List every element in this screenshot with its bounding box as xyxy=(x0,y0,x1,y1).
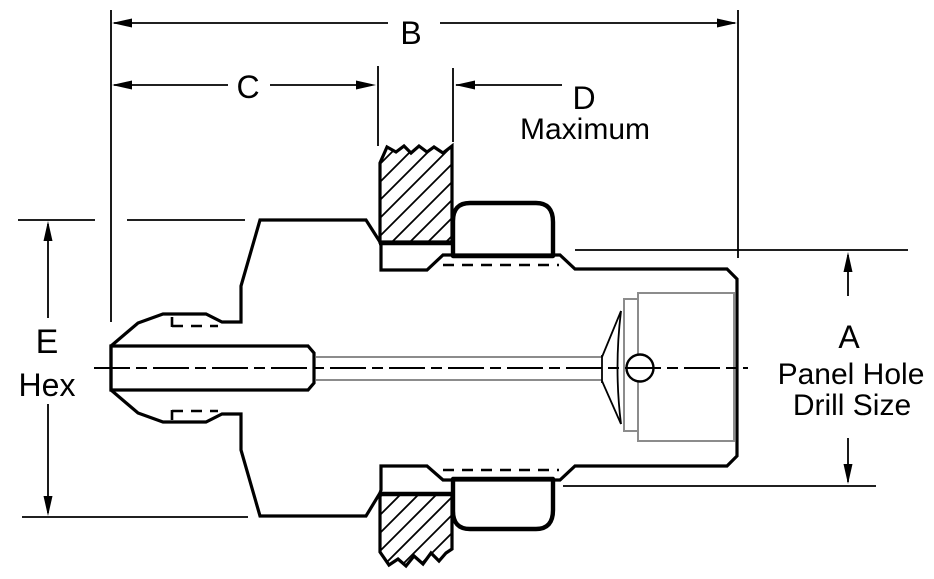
arrowhead-a-up xyxy=(843,252,853,272)
dim-b-label: B xyxy=(400,15,421,51)
dimension-a-panel-hole: A Panel Hole Drill Size xyxy=(563,249,925,487)
arrowhead-a-down xyxy=(843,464,853,484)
arrowhead-d-left xyxy=(455,80,475,90)
panel-hatching-top xyxy=(380,146,452,242)
dim-e-qualifier: Hex xyxy=(19,367,76,403)
locknut-bottom-half xyxy=(450,476,556,532)
hidden-thread-right xyxy=(443,263,559,472)
dim-c-label: C xyxy=(236,69,259,105)
arrowhead-b-left xyxy=(112,18,132,28)
dim-a-note-line2: Drill Size xyxy=(793,389,911,422)
dim-d-qualifier: Maximum xyxy=(520,113,650,146)
tube-stub xyxy=(109,344,316,392)
locknut-top-half xyxy=(450,200,556,259)
arrowhead-e-down xyxy=(43,496,53,516)
dim-a-note-line1: Panel Hole xyxy=(778,358,925,391)
arrowhead-c-right xyxy=(356,80,376,90)
dim-e-label: E xyxy=(36,323,59,361)
dimension-d: D Maximum xyxy=(455,80,650,146)
arrowhead-b-right xyxy=(717,18,737,28)
dimension-e-hex: E Hex xyxy=(18,219,248,518)
arrowhead-c-left xyxy=(112,80,132,90)
dim-a-label: A xyxy=(838,319,860,355)
internal-bore xyxy=(316,292,735,442)
dim-d-label: D xyxy=(572,80,595,116)
hidden-thread-left xyxy=(170,317,218,420)
dimension-c: C xyxy=(112,69,376,105)
arrowhead-e-up xyxy=(43,221,53,241)
dimension-b: B xyxy=(112,15,737,51)
panel-section-top xyxy=(378,142,454,246)
fitting-body-outline xyxy=(109,218,739,518)
extension-lines xyxy=(110,10,739,322)
